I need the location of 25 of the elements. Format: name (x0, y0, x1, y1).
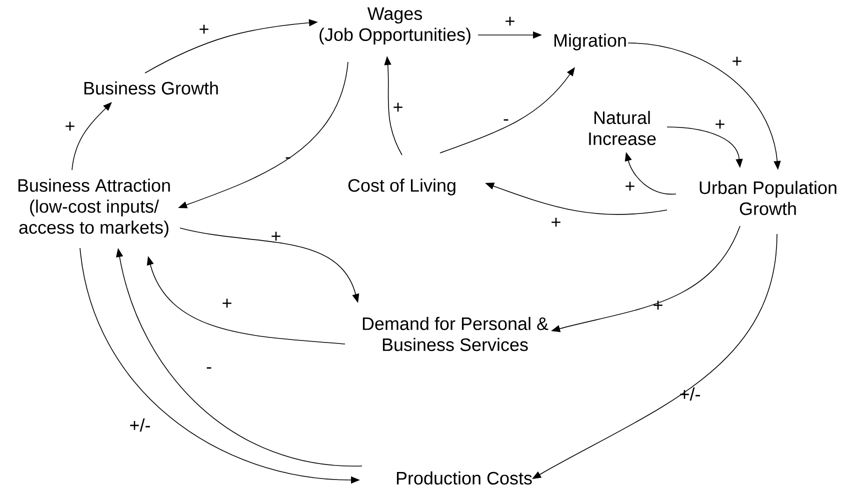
edge-label: +/- (680, 387, 700, 401)
edge-label: + (626, 182, 634, 191)
variable-label: Business Growth (84, 81, 218, 95)
edge-label: + (66, 122, 74, 131)
edge-label: +/- (130, 418, 150, 432)
edge-label: + (654, 300, 662, 310)
edge-label: + (716, 120, 724, 129)
edge-label: + (732, 56, 742, 66)
edge-label: + (394, 102, 402, 112)
variable-label: Migration (554, 34, 626, 50)
edge-label: - (504, 119, 508, 121)
edge-label: - (206, 367, 212, 369)
edge-label: + (200, 24, 208, 34)
arrow (72, 102, 112, 170)
variable-label: Demand for Personal & Business Services (362, 316, 548, 352)
variable-label: Cost of Living (348, 178, 456, 196)
variable-label: Wages (Job Opportunities) (320, 7, 470, 45)
variable-label: Production Costs (396, 471, 532, 485)
edge-label: + (506, 16, 514, 26)
edge-label: + (222, 298, 232, 308)
edge-label: + (272, 232, 280, 241)
variable-label: Urban Population Growth (700, 180, 836, 216)
edge-label: + (552, 218, 560, 227)
variable-label: Business Attraction (low-cost inputs/ access to markets) (18, 178, 170, 238)
variable-label: Natural Increase (589, 110, 656, 146)
